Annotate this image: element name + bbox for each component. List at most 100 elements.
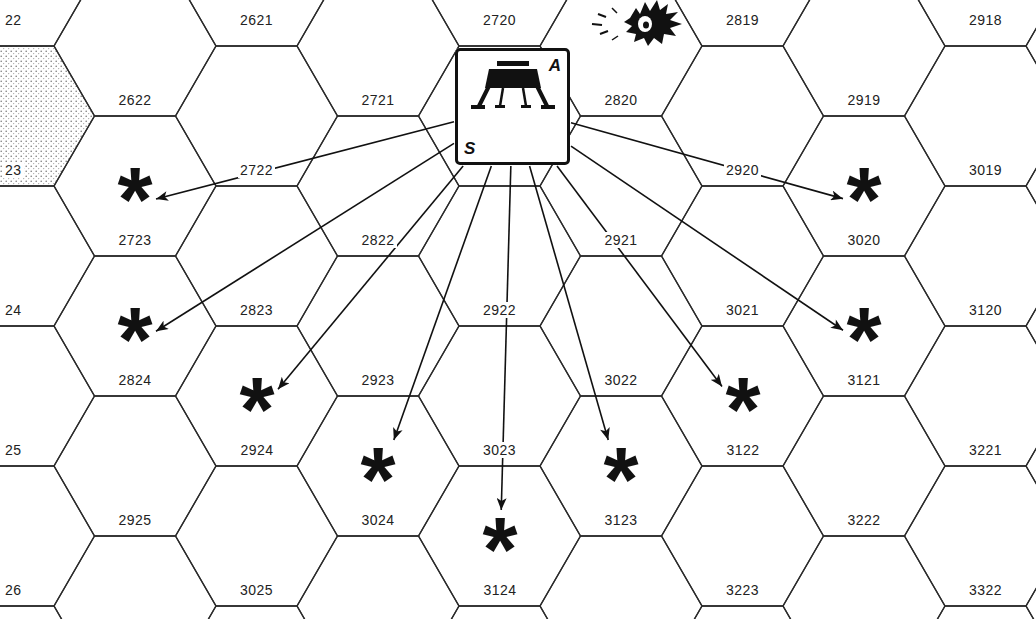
hex-cell: [783, 0, 945, 116]
target-asterisk: *: [239, 390, 274, 430]
hex-cell: [662, 186, 824, 326]
hex-cell: [54, 256, 216, 396]
target-hex: * 2824: [115, 301, 155, 388]
target-asterisk: *: [603, 460, 638, 500]
hex-cell: [783, 536, 945, 619]
rough-terrain: [0, 46, 95, 186]
hex-cell: [1026, 536, 1036, 619]
move-arrow: [156, 143, 454, 331]
hex-cell: [0, 326, 95, 466]
hex-number: 3023: [481, 442, 518, 458]
hex-cell: [54, 116, 216, 256]
hex-number: 3322: [967, 582, 1004, 598]
move-arrow: [571, 123, 843, 199]
hex-number: 2824: [118, 372, 151, 388]
hex-cell: [176, 466, 338, 606]
hex-number: 2925: [116, 512, 153, 528]
hex-number: 2720: [481, 12, 518, 28]
target-asterisk: *: [846, 180, 881, 220]
hex-number: 3223: [724, 582, 761, 598]
unit-counter: AS: [455, 48, 570, 165]
target-asterisk: *: [117, 320, 152, 360]
move-arrow: [501, 166, 511, 510]
hex-cell: [297, 536, 459, 619]
hex-cell: [419, 0, 581, 46]
hex-number: 24: [3, 302, 24, 318]
hex-number: 3019: [967, 162, 1004, 178]
hex-number: 22: [3, 12, 24, 28]
hex-number: 2721: [359, 92, 396, 108]
hex-number: 2822: [359, 232, 396, 248]
target-hex: *3121: [844, 301, 884, 388]
crater-burst: [592, 0, 682, 46]
hex-cell: [783, 396, 945, 536]
target-hex: * 3122: [723, 371, 763, 458]
hex-number: 3121: [847, 372, 880, 388]
hex-cell: [0, 46, 95, 186]
hex-number: 3024: [361, 512, 394, 528]
hex-cell: [297, 116, 459, 256]
target-asterisk: *: [360, 460, 395, 500]
hex-cell: [1026, 0, 1036, 116]
hex-number: 2924: [240, 442, 273, 458]
hex-cell: [0, 186, 95, 326]
hex-number: 25: [3, 442, 24, 458]
hex-cell: [540, 536, 702, 619]
hex-cell: [176, 46, 338, 186]
target-hex: *3020: [844, 161, 884, 248]
hex-number: 2918: [967, 12, 1004, 28]
hex-number: 2922: [481, 302, 518, 318]
hex-cell: [54, 396, 216, 536]
hex-cell: [176, 606, 338, 619]
hex-cell: [662, 326, 824, 466]
hex-number: 2621: [238, 12, 275, 28]
hex-number: 2819: [724, 12, 761, 28]
hex-number: 2723: [118, 232, 151, 248]
move-arrow: [394, 166, 491, 440]
hex-cell: [905, 186, 1036, 326]
hex-number: 2921: [602, 232, 639, 248]
hex-number: 3022: [602, 372, 639, 388]
hex-cell: [0, 0, 95, 46]
hex-number: 3122: [726, 442, 759, 458]
hex-number: 3124: [483, 582, 516, 598]
hex-number: 2823: [238, 302, 275, 318]
move-arrow: [557, 166, 722, 386]
hex-cell: [662, 606, 824, 619]
target-hex: * 3024: [358, 441, 398, 528]
hex-number: 3221: [967, 442, 1004, 458]
hex-number: 2923: [359, 372, 396, 388]
lander-symbol: [471, 61, 555, 109]
hex-cell: [297, 0, 459, 116]
hex-cell: [662, 46, 824, 186]
move-arrow: [571, 146, 843, 330]
hex-cell: [419, 46, 581, 186]
hex-cell: [905, 466, 1036, 606]
hex-cell: [0, 606, 95, 619]
hex-cell: [1026, 256, 1036, 396]
hex-cell: [54, 0, 216, 116]
target-hex: *2723: [115, 161, 155, 248]
target-hex: * 3124: [480, 511, 520, 598]
move-arrow: [156, 122, 454, 199]
hex-cell: [1026, 396, 1036, 536]
hex-cell: [419, 606, 581, 619]
hex-number: 26: [3, 582, 24, 598]
hex-number: 3021: [724, 302, 761, 318]
hex-cell: [783, 116, 945, 256]
target-asterisk: *: [482, 530, 517, 570]
hex-cell: [905, 0, 1036, 46]
hex-number: 3222: [845, 512, 882, 528]
hex-number: 2920: [724, 162, 761, 178]
hex-number: 23: [3, 162, 24, 178]
hex-number: 2622: [116, 92, 153, 108]
hex-cell: [176, 0, 338, 46]
hex-number: 2820: [602, 92, 639, 108]
hex-number: 2722: [238, 162, 275, 178]
hex-cell: [297, 396, 459, 536]
target-asterisk: *: [725, 390, 760, 430]
hex-number: 3120: [967, 302, 1004, 318]
hex-cell: [54, 536, 216, 619]
